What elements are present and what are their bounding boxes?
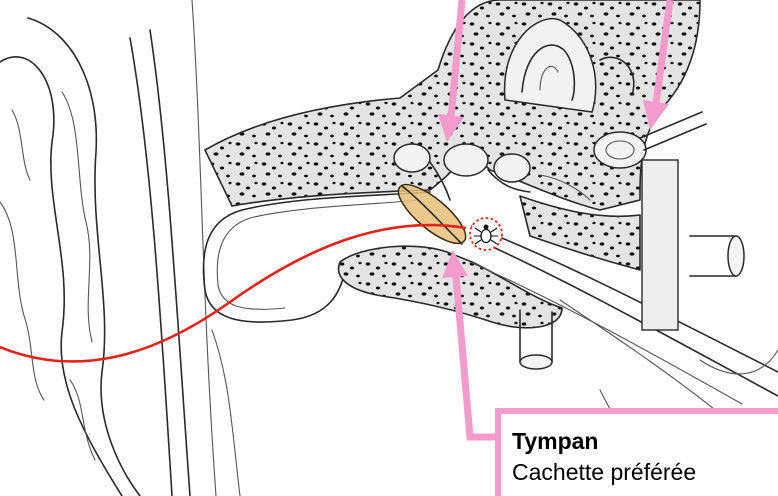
skull-wall — [130, 0, 240, 496]
label-box: Tympan Cachette préférée — [498, 411, 778, 496]
label-description: Cachette préférée — [512, 459, 696, 485]
middle-ear-bone — [520, 196, 640, 270]
internal-auditory-canal — [642, 160, 744, 330]
label-title: Tympan — [512, 428, 598, 454]
mite-icon — [470, 218, 502, 250]
outer-ear — [0, 18, 140, 496]
